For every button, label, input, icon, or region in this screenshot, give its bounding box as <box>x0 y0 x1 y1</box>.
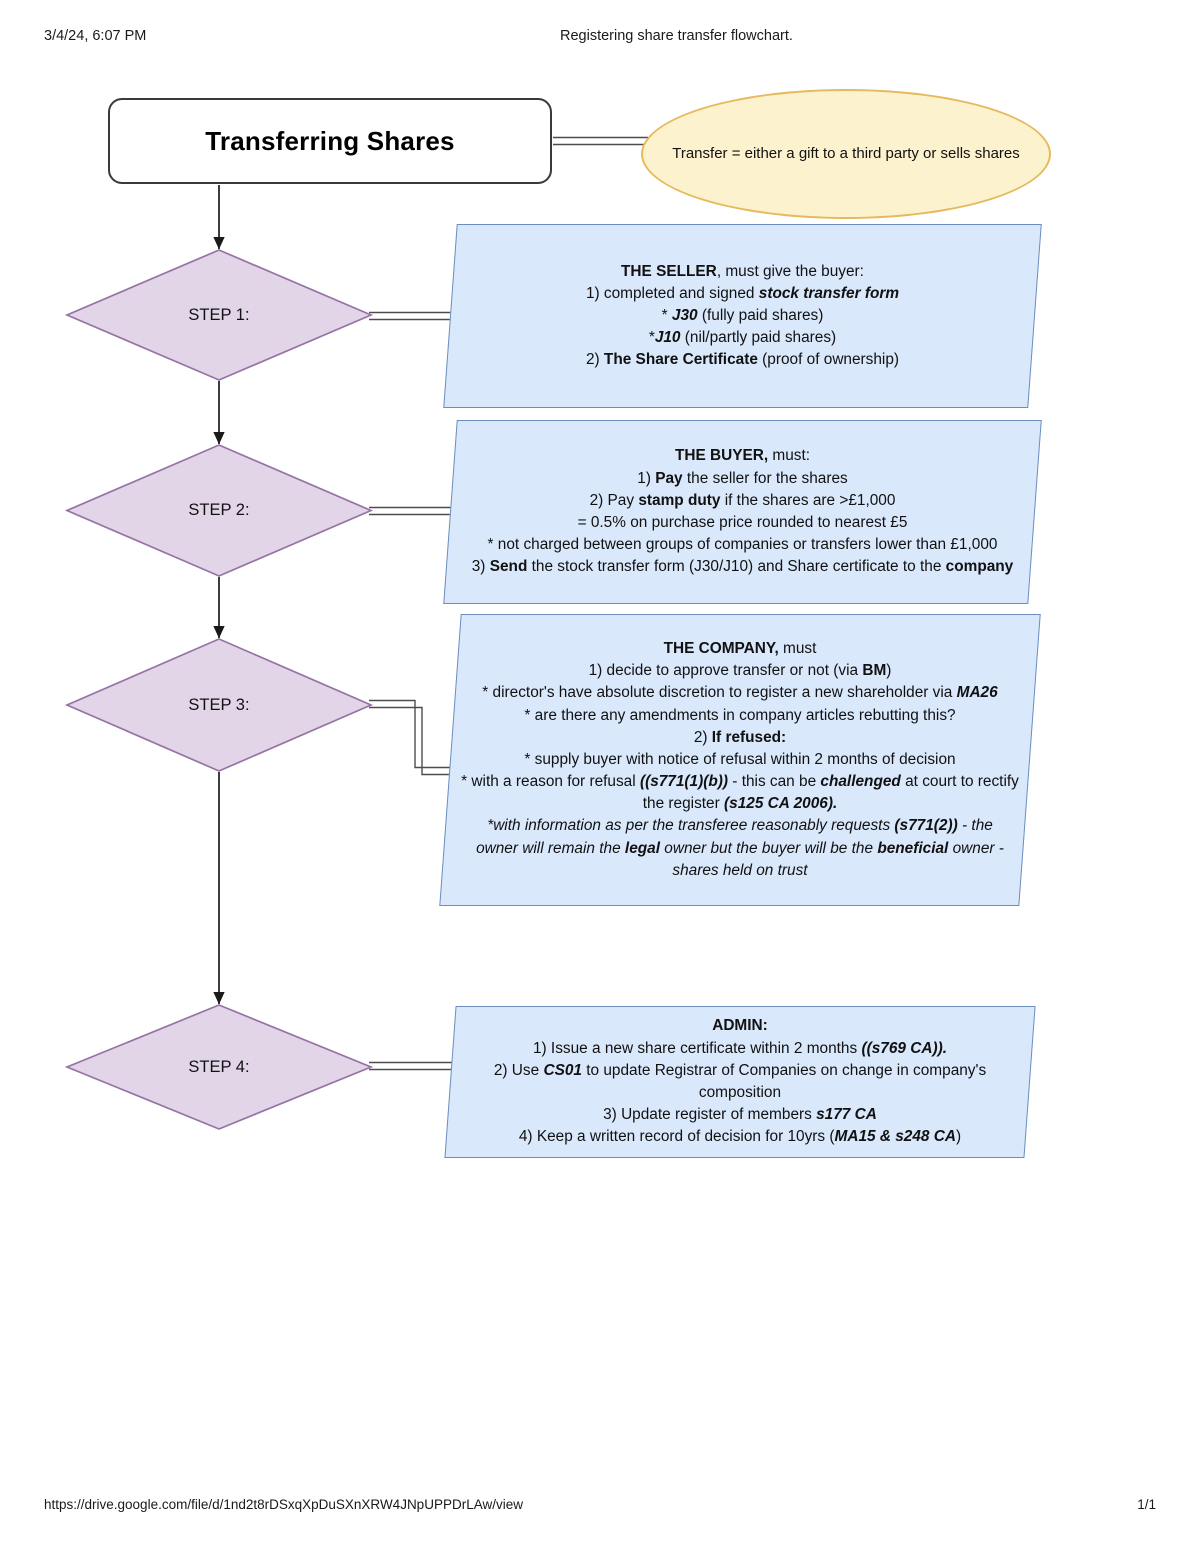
buyer-note[interactable]: THE BUYER, must: 1) Pay the seller for t… <box>443 420 1042 604</box>
print-header: 3/4/24, 6:07 PM Registering share transf… <box>0 28 1200 48</box>
step-4-diamond[interactable]: STEP 4: <box>64 1004 374 1130</box>
step-3-label: STEP 3: <box>188 695 250 714</box>
seller-note-text: THE SELLER, must give the buyer: 1) comp… <box>585 262 900 369</box>
step-2-label: STEP 2: <box>188 501 250 519</box>
step-1-diamond[interactable]: STEP 1: <box>64 249 374 381</box>
admin-note[interactable]: ADMIN: 1) Issue a new share certificate … <box>444 1006 1036 1158</box>
step-3-diamond-shape <box>64 638 374 772</box>
definition-note-label: Transfer = either a gift to a third part… <box>672 144 1020 162</box>
company-note-text: THE COMPANY, must 1) decide to approve t… <box>461 640 1019 879</box>
step-2-diamond-shape <box>64 444 374 577</box>
step-1-label: STEP 1: <box>188 305 250 324</box>
title-node[interactable]: Transferring Shares <box>108 98 552 184</box>
page-number: 1/1 <box>1137 1497 1156 1512</box>
seller-note[interactable]: THE SELLER, must give the buyer: 1) comp… <box>443 224 1042 408</box>
admin-note-text: ADMIN: 1) Issue a new share certificate … <box>493 1017 987 1146</box>
step-4-diamond-shape <box>64 1004 374 1130</box>
definition-note-ellipse[interactable]: Transfer = either a gift to a third part… <box>641 89 1051 219</box>
print-footer: https://drive.google.com/file/d/1nd2t8rD… <box>0 1497 1200 1517</box>
step-2-diamond[interactable]: STEP 2: <box>64 444 374 577</box>
wire-title-to-definition <box>553 136 648 146</box>
step-1-diamond-shape <box>64 249 374 381</box>
source-url: https://drive.google.com/file/d/1nd2t8rD… <box>44 1497 523 1512</box>
print-document-title: Registering share transfer flowchart. <box>560 28 793 44</box>
step-4-label: STEP 4: <box>188 1057 250 1076</box>
buyer-note-text: THE BUYER, must: 1) Pay the seller for t… <box>471 447 1014 576</box>
title-node-label: Transferring Shares <box>205 125 455 156</box>
print-date: 3/4/24, 6:07 PM <box>44 28 147 44</box>
company-note[interactable]: THE COMPANY, must 1) decide to approve t… <box>439 614 1041 906</box>
step-3-diamond[interactable]: STEP 3: <box>64 638 374 772</box>
